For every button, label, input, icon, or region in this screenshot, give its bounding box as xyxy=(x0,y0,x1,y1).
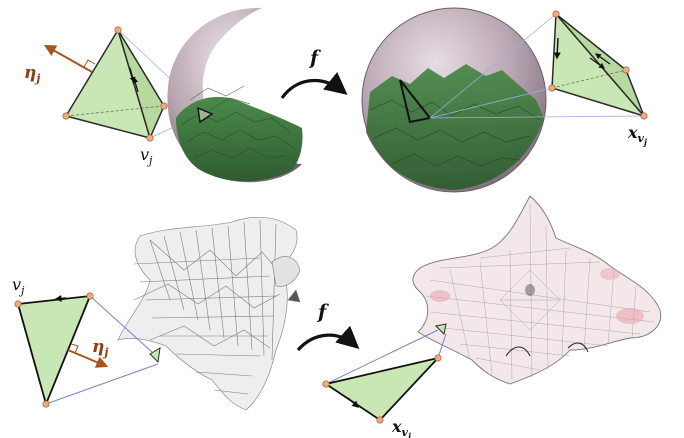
flattened-mesh xyxy=(413,196,661,384)
vertex-dot xyxy=(87,293,93,299)
vertex-dot xyxy=(115,27,121,33)
target-tetrahedron xyxy=(549,11,647,119)
map-arrow-top: f xyxy=(282,47,344,98)
vertex-dot xyxy=(435,355,441,361)
normal-arrow xyxy=(46,46,92,72)
map-arrow-bottom: f xyxy=(298,301,356,350)
bottom-panel: vj ηj f xyxy=(12,196,661,438)
vertex-dot xyxy=(641,113,647,119)
vertex-dot xyxy=(15,301,21,307)
vertex-dot xyxy=(377,417,383,423)
vertex-dot xyxy=(553,11,559,17)
map-label-top: f xyxy=(308,47,321,69)
vertex-dot xyxy=(549,85,555,91)
vertex-dot xyxy=(623,67,629,73)
target-triangle-bottom xyxy=(323,355,441,423)
eagle-wireframe-mesh xyxy=(118,217,300,410)
eta-label-bottom: ηj xyxy=(92,337,108,359)
vertex-dot xyxy=(323,381,329,387)
source-tetrahedron xyxy=(46,27,167,141)
map-label-bottom: f xyxy=(316,301,329,323)
vertex-dot xyxy=(161,103,167,109)
top-panel: ηj vj f xyxy=(24,8,647,192)
mapped-vertex-label-top: xvj xyxy=(627,123,647,147)
vertex-label-top: vj xyxy=(140,145,153,167)
vertex-dot xyxy=(147,135,153,141)
vertex-label-bottom: vj xyxy=(12,275,25,297)
target-sphere xyxy=(362,8,546,192)
eagle-triangle-highlight xyxy=(150,348,160,362)
vertex-dot xyxy=(43,401,49,407)
vertex-dot xyxy=(63,113,69,119)
mapped-vertex-label-bottom: xvj xyxy=(391,417,411,438)
eta-label-top: ηj xyxy=(24,63,40,85)
